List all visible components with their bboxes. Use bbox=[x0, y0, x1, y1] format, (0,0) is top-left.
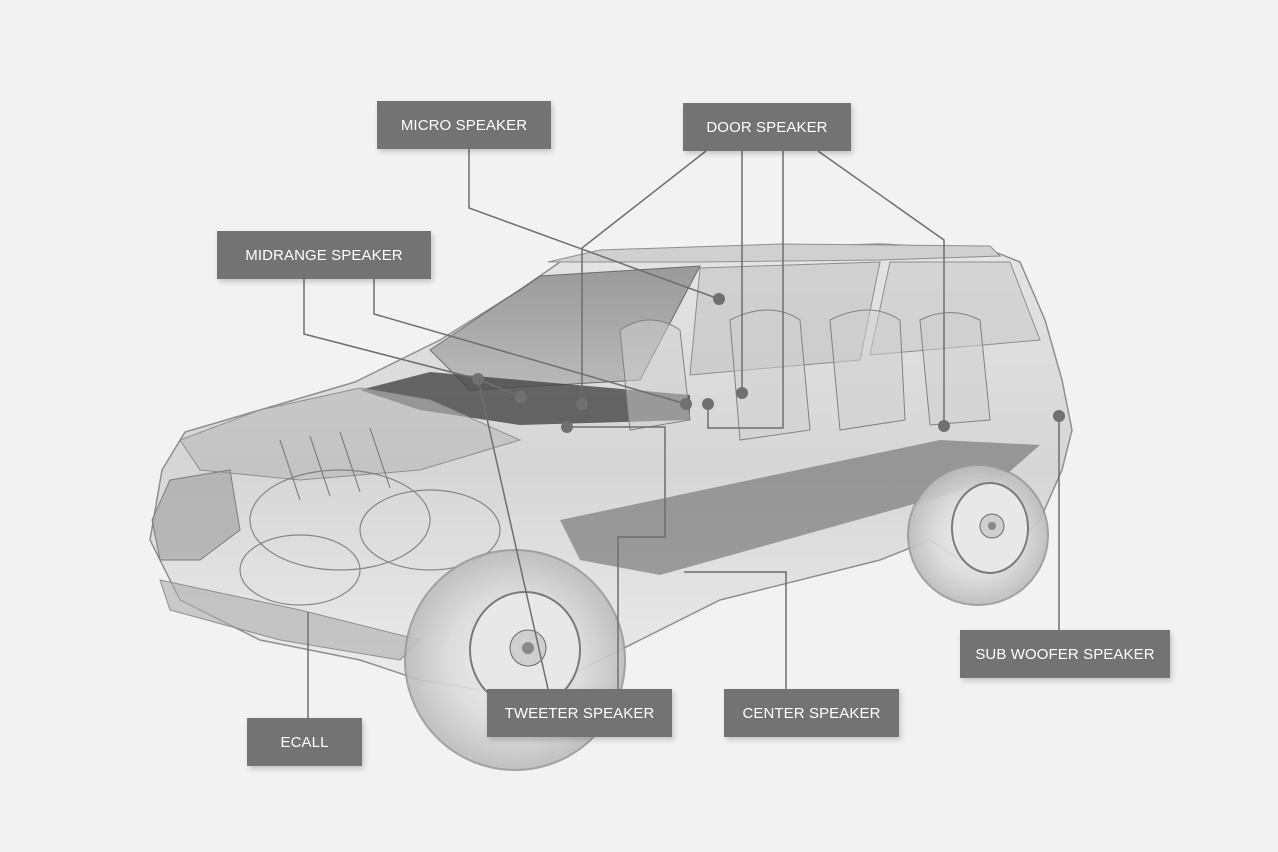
leader-center bbox=[684, 571, 787, 689]
marker-midrange-center bbox=[515, 391, 527, 403]
leader-lines bbox=[303, 149, 1060, 718]
midrange-speaker-label[interactable]: MIDRANGE SPEAKER bbox=[217, 231, 431, 279]
leader-door-speaker-1 bbox=[581, 150, 707, 404]
sub-woofer-speaker-label[interactable]: SUB WOOFER SPEAKER bbox=[960, 630, 1170, 678]
marker-door-front-left bbox=[576, 398, 588, 410]
marker-tweeter bbox=[561, 421, 573, 433]
marker-midrange-left bbox=[472, 373, 484, 385]
ecall-label[interactable]: ECALL bbox=[247, 718, 362, 766]
marker-door-rear bbox=[938, 420, 950, 432]
center-speaker-label[interactable]: CENTER SPEAKER bbox=[724, 689, 899, 737]
leader-midrange-1 bbox=[303, 279, 479, 380]
leader-door-speaker-3 bbox=[707, 151, 784, 429]
marker-midrange-right bbox=[680, 398, 692, 410]
door-speaker-label[interactable]: DOOR SPEAKER bbox=[683, 103, 851, 151]
leader-midrange-2 bbox=[373, 279, 687, 405]
marker-door-mid bbox=[702, 398, 714, 410]
speaker-markers bbox=[472, 293, 1065, 433]
leader-micro-speaker bbox=[468, 149, 720, 300]
leader-tweeter-2 bbox=[567, 426, 666, 689]
leader-tweeter-1 bbox=[477, 378, 549, 690]
micro-speaker-label[interactable]: MICRO SPEAKER bbox=[377, 101, 551, 149]
tweeter-speaker-label[interactable]: TWEETER SPEAKER bbox=[487, 689, 672, 737]
marker-micro-speaker bbox=[713, 293, 725, 305]
marker-door-front-right bbox=[736, 387, 748, 399]
marker-sub-woofer bbox=[1053, 410, 1065, 422]
leader-door-speaker-4 bbox=[817, 150, 945, 426]
front-wheel bbox=[404, 549, 626, 771]
rear-wheel bbox=[907, 464, 1049, 606]
leader-midrange-3 bbox=[477, 378, 522, 398]
